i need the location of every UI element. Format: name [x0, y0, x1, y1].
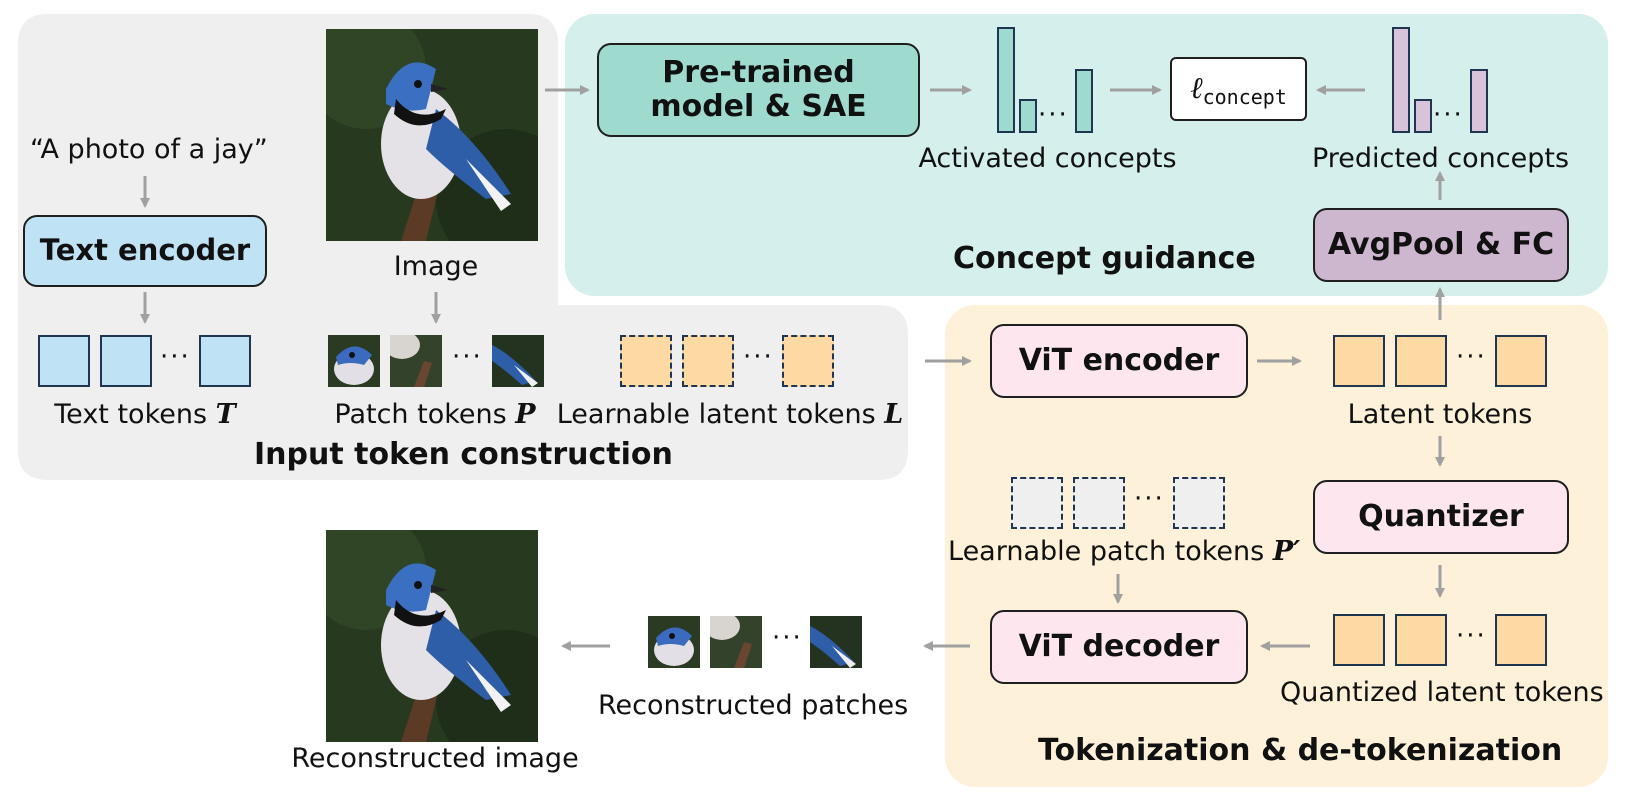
quantized-latent-token	[1333, 614, 1385, 666]
text-tokens-ellipsis: ···	[160, 342, 191, 372]
concept-panel-title: Concept guidance	[953, 241, 1256, 276]
patch-tokens-label: Patch tokens P	[330, 399, 540, 430]
patch-tokens-ellipsis: ···	[452, 342, 483, 372]
patch-thumb	[710, 616, 762, 668]
reconstructed-patch	[710, 616, 762, 668]
quantized-latent-ellipsis: ···	[1456, 621, 1487, 651]
activated-bar	[997, 27, 1015, 133]
learnable-patch-token	[1073, 477, 1125, 529]
predicted-ellipsis: ···	[1433, 100, 1464, 130]
predicted-bar	[1414, 99, 1432, 133]
avgpool-fc-box: AvgPool & FC	[1313, 208, 1569, 282]
activated-bar	[1075, 69, 1093, 133]
reconstructed-patch	[810, 616, 862, 668]
reconstructed-image	[326, 530, 538, 742]
input-panel-title: Input token construction	[254, 437, 673, 472]
latent-token	[682, 335, 734, 387]
text-token	[199, 335, 251, 387]
patch-thumb	[492, 335, 544, 387]
patch-thumb	[328, 335, 380, 387]
patch-token	[492, 335, 544, 387]
text-tokens-symbol: T	[215, 399, 236, 430]
encoded-latent-token	[1395, 335, 1447, 387]
text-token	[38, 335, 90, 387]
quantizer-box: Quantizer	[1313, 480, 1569, 554]
learnable-patch-symbol: P′	[1272, 536, 1301, 567]
activated-concepts-bars	[997, 27, 1093, 133]
image-label: Image	[393, 251, 479, 282]
activated-bar	[1019, 99, 1037, 133]
patch-thumb	[810, 616, 862, 668]
patch-thumb	[390, 335, 442, 387]
reconstructed-patch	[648, 616, 700, 668]
patch-tokens-symbol: P	[515, 399, 536, 430]
vit-decoder-box: ViT decoder	[990, 610, 1248, 684]
text-tokens-label: Text tokens T	[40, 399, 250, 430]
patch-thumb	[648, 616, 700, 668]
vit-encoder-box: ViT encoder	[990, 324, 1248, 398]
activated-concepts-label: Activated concepts	[918, 143, 1177, 174]
quantized-latent-token	[1495, 614, 1547, 666]
patch-tokens-label-text: Patch tokens	[334, 399, 516, 430]
learnable-patch-label-text: Learnable patch tokens	[948, 536, 1273, 567]
encoded-latent-token	[1333, 335, 1385, 387]
reconstructed-image-label: Reconstructed image	[291, 743, 579, 774]
patch-token	[390, 335, 442, 387]
predicted-bar	[1392, 27, 1410, 133]
text-token	[100, 335, 152, 387]
reconstructed-patches-label: Reconstructed patches	[598, 690, 909, 721]
prompt-text: “A photo of a jay”	[30, 134, 268, 165]
pretrained-model-box: Pre-trained model & SAE	[597, 43, 920, 137]
latent-tokens-output-label: Latent tokens	[1347, 399, 1533, 430]
latent-tokens-label: Learnable latent tokens L	[555, 399, 905, 430]
learnable-patch-token	[1173, 477, 1225, 529]
encoded-latent-ellipsis: ···	[1456, 342, 1487, 372]
learnable-patch-label: Learnable patch tokens P′	[948, 536, 1300, 567]
patch-token	[328, 335, 380, 387]
latent-tokens-ellipsis: ···	[743, 342, 774, 372]
text-encoder-box: Text encoder	[23, 215, 267, 287]
quantized-latent-label: Quantized latent tokens	[1280, 677, 1604, 708]
latent-token	[782, 335, 834, 387]
latent-token	[620, 335, 672, 387]
encoded-latent-token	[1495, 335, 1547, 387]
loss-symbol: ℓ	[1190, 70, 1203, 106]
predicted-concepts-bars	[1392, 27, 1488, 133]
jay-bird-image	[326, 29, 538, 241]
latent-tokens-label-text: Learnable latent tokens	[556, 399, 885, 430]
loss-subscript: concept	[1202, 84, 1287, 109]
reconstructed-jay-image	[326, 530, 538, 742]
learnable-patch-token	[1011, 477, 1063, 529]
activated-ellipsis: ···	[1038, 100, 1069, 130]
latent-tokens-symbol: L	[884, 399, 904, 430]
input-image	[326, 29, 538, 241]
tokenization-panel-title: Tokenization & de-tokenization	[1038, 733, 1563, 768]
reconstructed-patches-ellipsis: ···	[772, 623, 803, 653]
predicted-concepts-label: Predicted concepts	[1311, 143, 1570, 174]
predicted-bar	[1470, 69, 1488, 133]
text-tokens-label-text: Text tokens	[54, 399, 216, 430]
learnable-patch-ellipsis: ···	[1134, 484, 1165, 514]
quantized-latent-token	[1395, 614, 1447, 666]
